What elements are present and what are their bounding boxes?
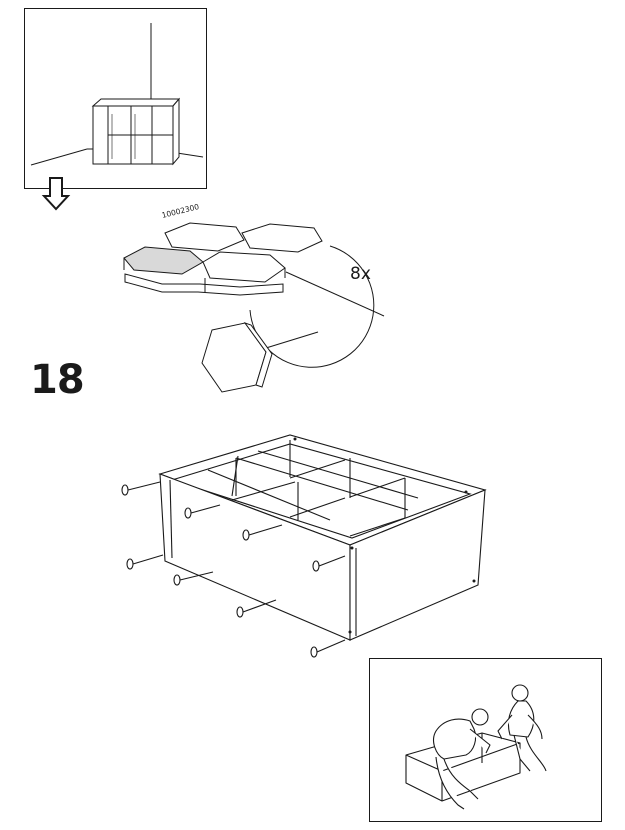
floor-protector-pads-illustration — [123, 222, 323, 296]
room-scene-panel — [24, 8, 207, 189]
shelf-unit-on-side-illustration — [121, 434, 487, 658]
two-people-lifting-panel — [369, 658, 602, 822]
shelf-in-room-illustration — [30, 23, 204, 166]
quantity-label: 8x — [350, 264, 371, 284]
step-number: 18 — [30, 357, 85, 403]
detail-callout — [201, 245, 385, 393]
two-people-lifting-illustration — [405, 684, 547, 810]
hollow-down-arrow-icon — [41, 177, 71, 211]
